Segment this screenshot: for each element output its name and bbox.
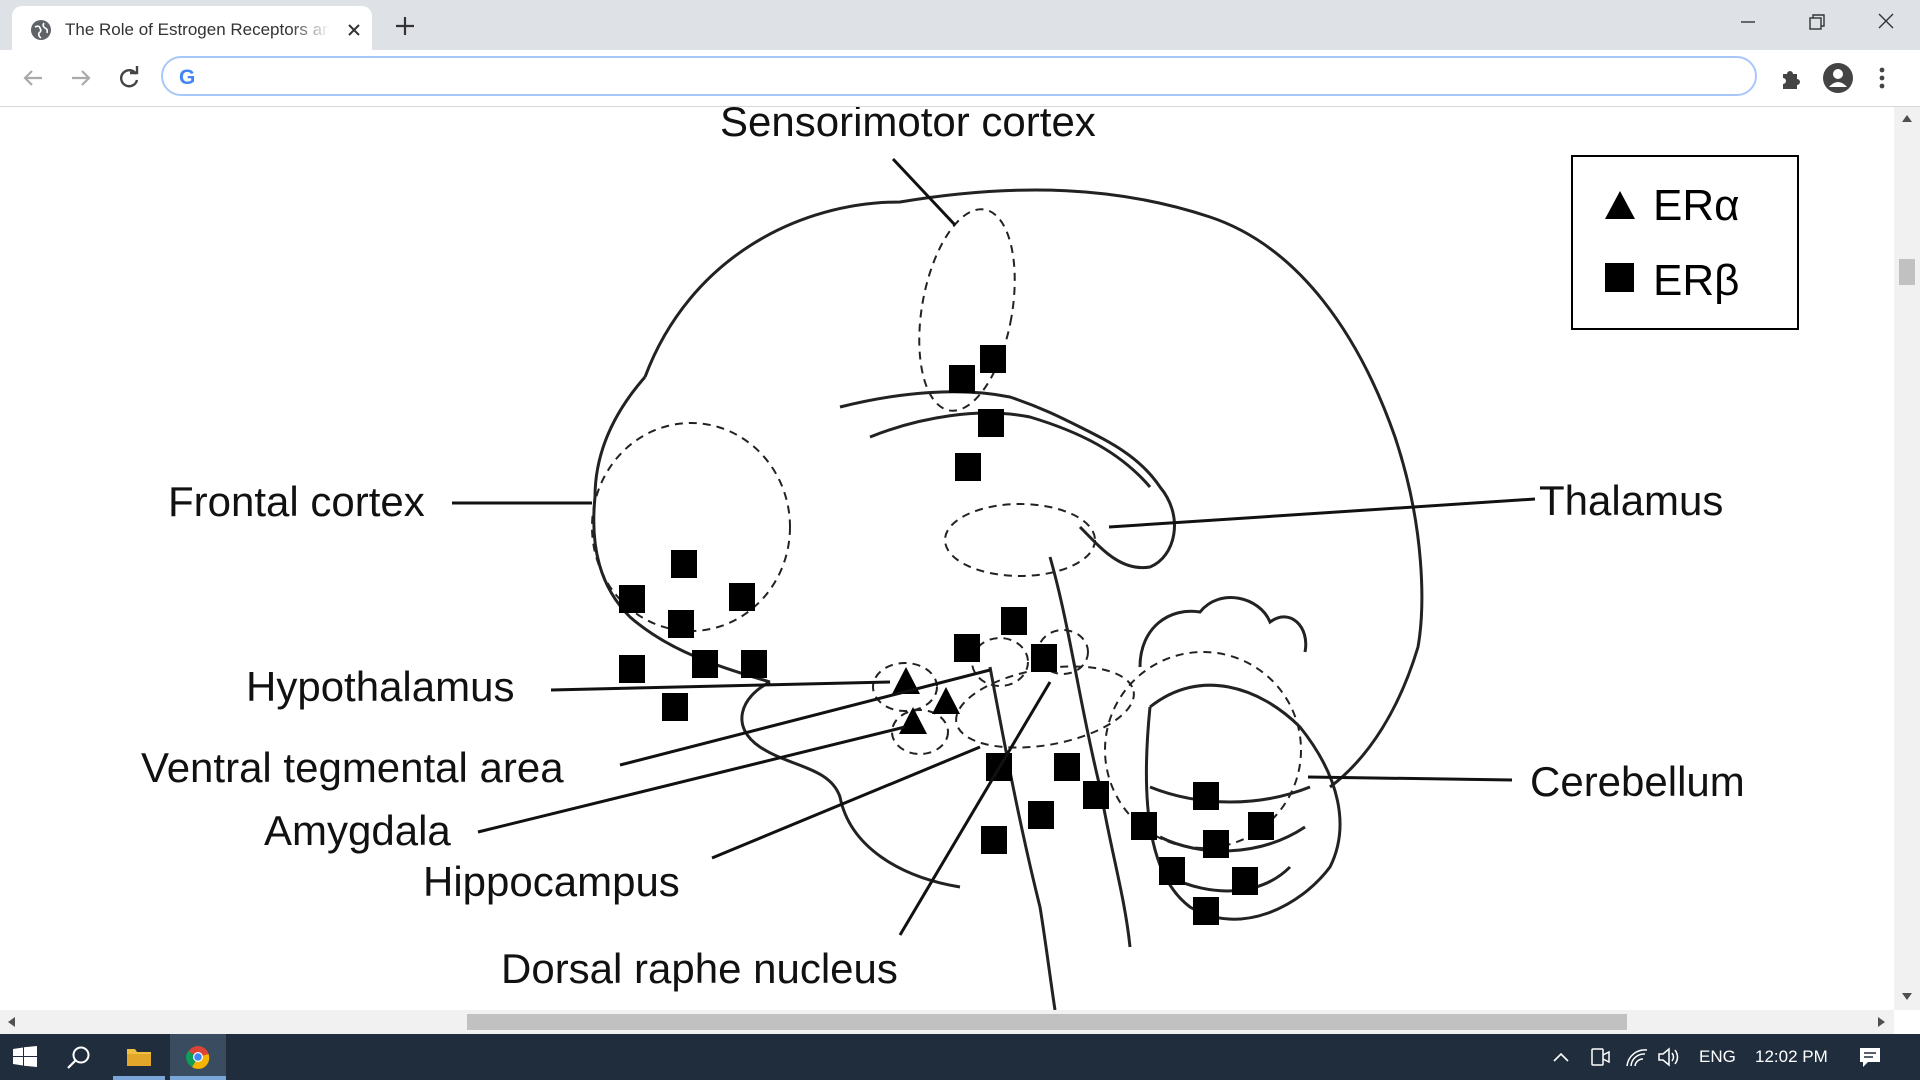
file-explorer-active-indicator bbox=[113, 1076, 165, 1080]
forward-icon[interactable] bbox=[66, 63, 96, 93]
erb-marker-cerebellum bbox=[1131, 812, 1157, 840]
search-icon[interactable] bbox=[66, 1045, 92, 1069]
reload-icon[interactable] bbox=[114, 63, 144, 93]
label-thalamus: Thalamus bbox=[1539, 477, 1724, 524]
horizontal-scrollbar[interactable] bbox=[0, 1010, 1894, 1034]
windows-taskbar: ENG 12:02 PM bbox=[0, 1034, 1920, 1080]
menu-icon[interactable] bbox=[1872, 62, 1892, 94]
notifications-icon[interactable] bbox=[1858, 1045, 1882, 1069]
erb-marker-hippocampus bbox=[981, 826, 1007, 854]
browser-toolbar: G bbox=[0, 50, 1920, 107]
erb-marker-sensorimotor bbox=[949, 365, 975, 393]
erb-marker-cerebellum bbox=[1248, 812, 1274, 840]
erb-marker-sensorimotor bbox=[978, 409, 1004, 437]
region-ellipses bbox=[591, 208, 1302, 849]
erb-marker-drn bbox=[1083, 781, 1109, 809]
language-indicator[interactable]: ENG bbox=[1699, 1047, 1736, 1066]
tab-active[interactable]: The Role of Estrogen Receptors and bbox=[12, 6, 372, 50]
legend-label-erb: ERβ bbox=[1653, 256, 1740, 305]
label-sensorimotor-cortex: Sensorimotor cortex bbox=[720, 107, 1096, 145]
minimize-icon[interactable] bbox=[1733, 10, 1763, 34]
close-window-icon[interactable] bbox=[1871, 10, 1901, 34]
label-hippocampus: Hippocampus bbox=[423, 858, 680, 905]
label-ventral-tegmental-area: Ventral tegmental area bbox=[141, 744, 564, 791]
scroll-up-icon[interactable] bbox=[1902, 115, 1912, 122]
erb-marker-frontal bbox=[741, 650, 767, 678]
globe-icon bbox=[31, 20, 51, 40]
scroll-down-icon[interactable] bbox=[1902, 993, 1912, 1000]
label-frontal-cortex: Frontal cortex bbox=[168, 478, 425, 525]
chrome-taskbar-button[interactable] bbox=[170, 1034, 226, 1080]
erb-marker-frontal bbox=[729, 583, 755, 611]
google-icon: G bbox=[179, 66, 196, 89]
triangle-icon bbox=[1605, 191, 1635, 219]
profile-icon[interactable] bbox=[1822, 62, 1854, 94]
address-bar[interactable]: G bbox=[161, 56, 1757, 96]
erb-marker-frontal bbox=[668, 610, 694, 638]
chrome-active-indicator bbox=[170, 1076, 226, 1080]
leader-lines bbox=[452, 157, 1536, 936]
erb-marker-frontal bbox=[619, 655, 645, 683]
erb-marker-frontal bbox=[692, 650, 718, 678]
vertical-scrollbar[interactable] bbox=[1894, 107, 1920, 1010]
erb-marker-cerebellum bbox=[1193, 897, 1219, 925]
erb-marker-thalamus bbox=[1031, 644, 1057, 672]
era-markers bbox=[892, 667, 960, 734]
erb-marker-cerebellum bbox=[1232, 867, 1258, 895]
erb-markers bbox=[619, 345, 1274, 925]
erb-marker-drn bbox=[1054, 753, 1080, 781]
page-content: Sensorimotor cortex Frontal cortex Thala… bbox=[0, 107, 1894, 1010]
chevron-up-icon[interactable] bbox=[1552, 1050, 1570, 1064]
brain-diagram bbox=[452, 157, 1536, 1010]
erb-marker-cerebellum bbox=[1159, 857, 1185, 885]
scroll-left-icon[interactable] bbox=[8, 1017, 15, 1027]
file-explorer-icon[interactable] bbox=[126, 1046, 152, 1068]
new-tab-icon[interactable] bbox=[392, 13, 418, 39]
erb-marker-frontal bbox=[671, 550, 697, 578]
erb-marker-sensorimotor bbox=[980, 345, 1006, 373]
erb-marker-thalamus bbox=[954, 634, 980, 662]
volume-icon[interactable] bbox=[1657, 1046, 1683, 1068]
erb-marker-frontal bbox=[619, 585, 645, 613]
square-icon bbox=[1605, 263, 1634, 292]
label-dorsal-raphe-nucleus: Dorsal raphe nucleus bbox=[501, 945, 898, 992]
erb-marker-thalamus bbox=[1001, 607, 1027, 635]
tab-strip: The Role of Estrogen Receptors and bbox=[0, 0, 1920, 50]
brain-outline bbox=[592, 188, 1424, 1010]
chrome-icon bbox=[186, 1046, 210, 1069]
back-icon[interactable] bbox=[18, 63, 48, 93]
erb-marker-sensorimotor bbox=[955, 453, 981, 481]
clock[interactable]: 12:02 PM bbox=[1755, 1047, 1828, 1066]
legend-label-era: ERα bbox=[1653, 181, 1740, 230]
tab-title: The Role of Estrogen Receptors and bbox=[65, 20, 330, 39]
erb-marker-cerebellum bbox=[1203, 830, 1229, 858]
label-amygdala: Amygdala bbox=[264, 807, 451, 854]
erb-marker-cerebellum bbox=[1193, 782, 1219, 810]
label-hypothalamus: Hypothalamus bbox=[246, 663, 515, 710]
scroll-right-icon[interactable] bbox=[1878, 1017, 1885, 1027]
address-input[interactable] bbox=[207, 64, 1711, 90]
meet-now-icon[interactable] bbox=[1589, 1046, 1611, 1068]
legend: ERα ERβ bbox=[1571, 155, 1799, 330]
close-tab-icon[interactable] bbox=[344, 20, 364, 40]
label-cerebellum: Cerebellum bbox=[1530, 758, 1745, 805]
network-icon[interactable] bbox=[1625, 1046, 1649, 1068]
vertical-scroll-thumb[interactable] bbox=[1899, 259, 1915, 285]
extensions-icon[interactable] bbox=[1775, 62, 1807, 94]
erb-marker-frontal bbox=[662, 693, 688, 721]
windows-start-icon[interactable] bbox=[13, 1046, 37, 1068]
restore-icon[interactable] bbox=[1801, 10, 1831, 34]
horizontal-scroll-thumb[interactable] bbox=[467, 1014, 1627, 1030]
erb-marker-drn bbox=[1028, 801, 1054, 829]
